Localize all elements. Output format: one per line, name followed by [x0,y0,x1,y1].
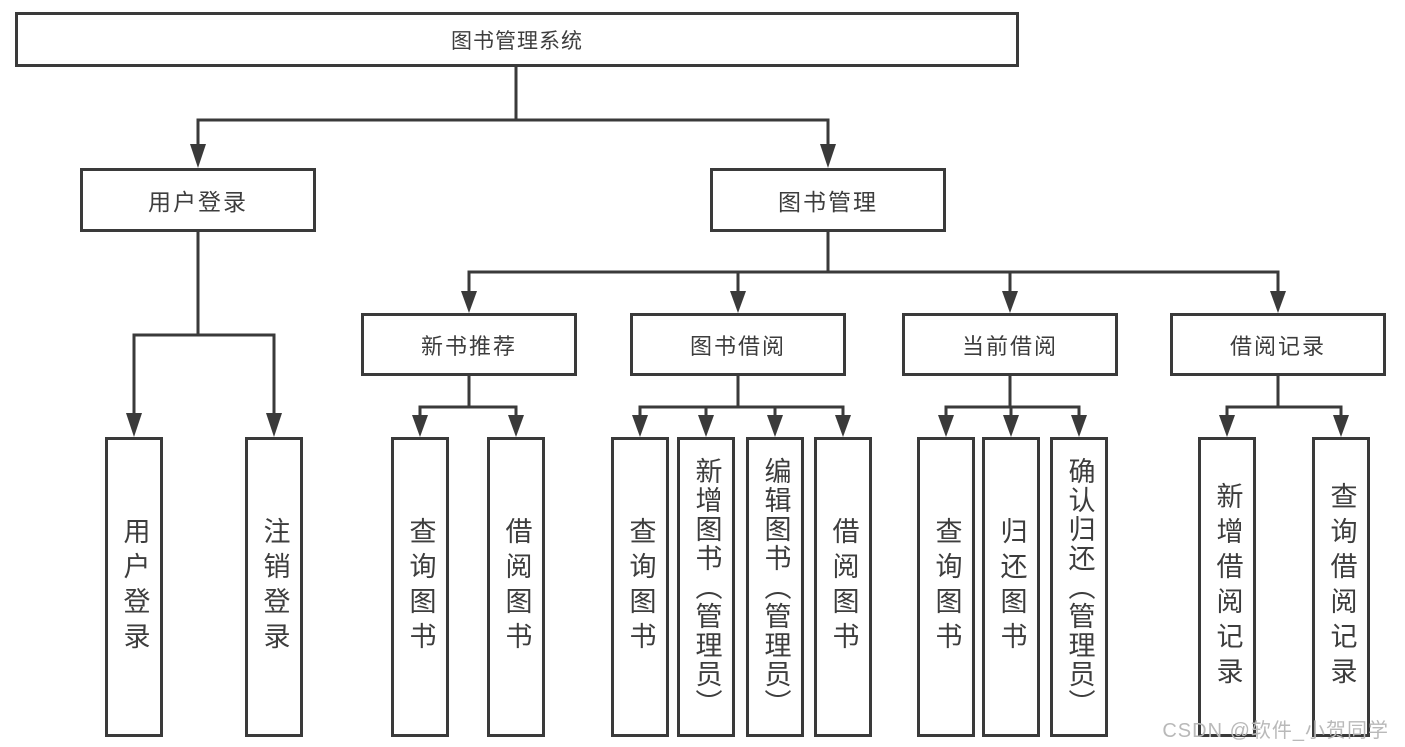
node-label: 查询图书 [931,517,962,657]
leaf-query-books-2: 查询图书 [611,437,669,737]
leaf-edit-book-admin: 编辑图书（管理员） [746,437,804,737]
leaf-borrow-books-1: 借阅图书 [487,437,545,737]
arrowhead-icons [126,144,1349,437]
node-label: 归还图书 [996,517,1027,657]
node-label: 新增借阅记录 [1212,482,1243,692]
node-label: 图书管理系统 [451,29,583,53]
node-label: 图书管理 [778,189,878,215]
node-label: 当前借阅 [961,333,1058,359]
node-label: 新增图书（管理员） [691,456,722,718]
node-user-login: 用户登录 [80,168,316,232]
node-label: 注销登录 [259,517,290,657]
node-book-borrowing: 图书借阅 [630,313,846,376]
node-library-management-system: 图书管理系统 [15,12,1019,67]
leaf-add-book-admin: 新增图书（管理员） [677,437,735,737]
leaf-user-login: 用户登录 [105,437,163,737]
leaf-query-books-3: 查询图书 [917,437,975,737]
node-label: 新书推荐 [420,333,517,359]
node-book-management: 图书管理 [710,168,946,232]
csdn-watermark: CSDN @软件_小贺同学 [1162,720,1389,742]
node-label: 查询图书 [625,517,656,657]
node-new-book-recommend: 新书推荐 [361,313,577,376]
node-label: 借阅记录 [1229,333,1326,359]
leaf-borrow-books-2: 借阅图书 [814,437,872,737]
node-label: 确认归还（管理员） [1064,456,1095,718]
node-label: 用户登录 [119,517,150,657]
leaf-return-books: 归还图书 [982,437,1040,737]
node-label: 编辑图书（管理员） [760,456,791,718]
node-label: 查询图书 [405,517,436,657]
node-label: 用户登录 [148,189,248,215]
leaf-confirm-return-admin: 确认归还（管理员） [1050,437,1108,737]
leaf-add-borrow-record: 新增借阅记录 [1198,437,1256,737]
node-label: 查询借阅记录 [1326,482,1357,692]
node-label: 借阅图书 [828,517,859,657]
leaf-query-books-1: 查询图书 [391,437,449,737]
node-current-borrowing: 当前借阅 [902,313,1118,376]
leaf-logout: 注销登录 [245,437,303,737]
node-label: 借阅图书 [501,517,532,657]
node-label: 图书借阅 [689,333,786,359]
node-borrowing-records: 借阅记录 [1170,313,1386,376]
leaf-query-borrow-record: 查询借阅记录 [1312,437,1370,737]
